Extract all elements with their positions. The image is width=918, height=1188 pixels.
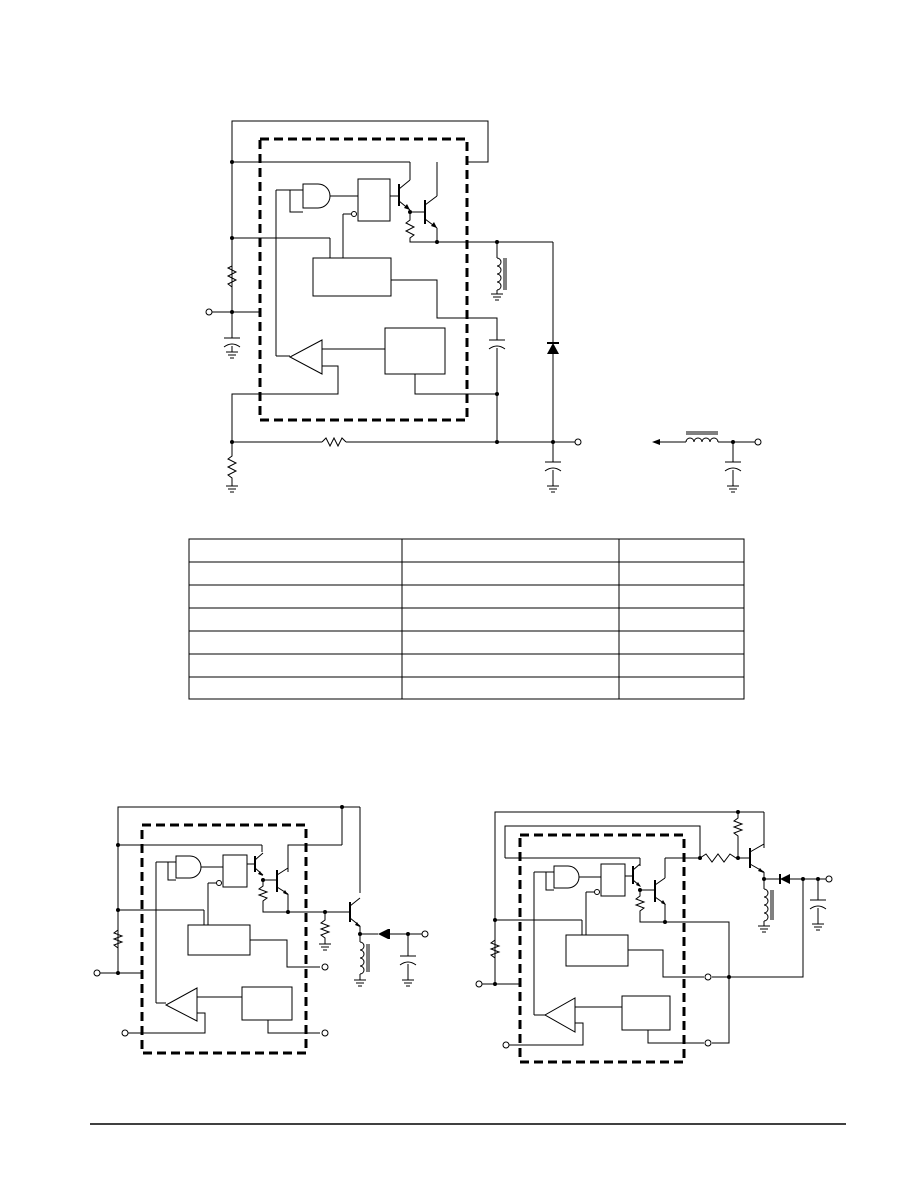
reference-block-right — [621, 995, 671, 1031]
oscillator-block-main — [312, 257, 392, 297]
and-gate-main — [302, 183, 331, 209]
comparator-left — [164, 987, 198, 1022]
comparator-main — [288, 339, 323, 375]
latch-block-right — [600, 863, 626, 897]
reference-block-left — [241, 986, 293, 1021]
and-gate-left — [175, 855, 202, 879]
oscillator-block-left — [187, 924, 251, 956]
schematic-main — [205, 120, 582, 493]
schematic-step-up — [475, 810, 833, 1064]
and-gate-right — [553, 865, 580, 889]
oscillator-block-right — [565, 934, 629, 967]
schematic-output-filter — [652, 431, 762, 493]
spec-table — [188, 538, 745, 700]
latch-block-main — [357, 178, 391, 222]
comparator-right — [543, 997, 576, 1033]
reference-block-main — [384, 327, 446, 375]
latch-block-left — [222, 854, 248, 888]
schematic-step-down — [93, 805, 429, 1055]
ic-boundary-main — [258, 137, 469, 422]
